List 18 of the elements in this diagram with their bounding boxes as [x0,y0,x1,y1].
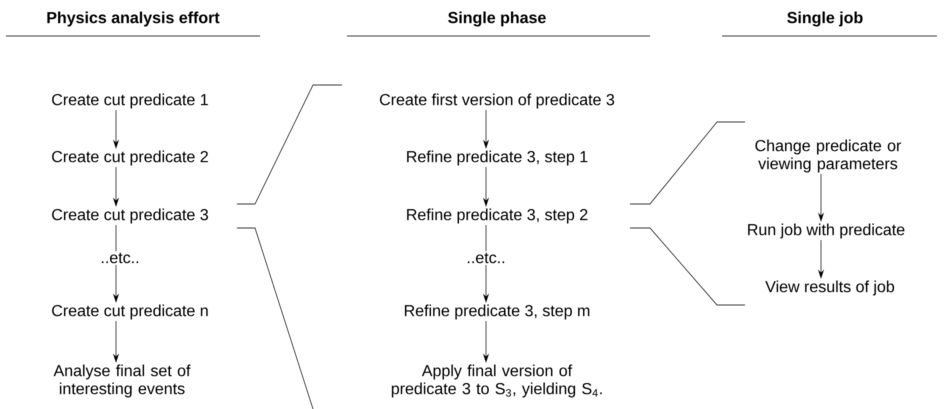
step-text: Refine predicate 3, step m [404,304,590,320]
step-text: Analyse final set of interesting events [54,364,190,398]
column-heading: Single phase [448,12,546,26]
step-text: ..etc.. [102,252,138,264]
step-text: Change predicate or viewing parameters [755,140,902,172]
step-text: Run job with predicate [748,224,904,238]
step-text: View results of job [765,280,894,296]
column-heading: Single job [787,12,863,26]
step-text: ..etc.. [468,252,504,264]
step-text: Create cut predicate 1 [52,94,208,108]
step-text: Apply final version of predicate 3 to S$_{3}$, yielding S$_{4}$. [392,364,602,398]
step-text: Create cut predicate 2 [52,150,208,166]
step-text: Create cut predicate 3 [52,208,208,224]
step-text: Create cut predicate n [52,304,208,320]
step-text: Refine predicate 3, step 2 [407,208,588,224]
step-text: Refine predicate 3, step 1 [407,150,588,166]
step-text: Create first version of predicate 3 [380,94,614,108]
column-heading: Physics analysis effort [47,12,220,26]
